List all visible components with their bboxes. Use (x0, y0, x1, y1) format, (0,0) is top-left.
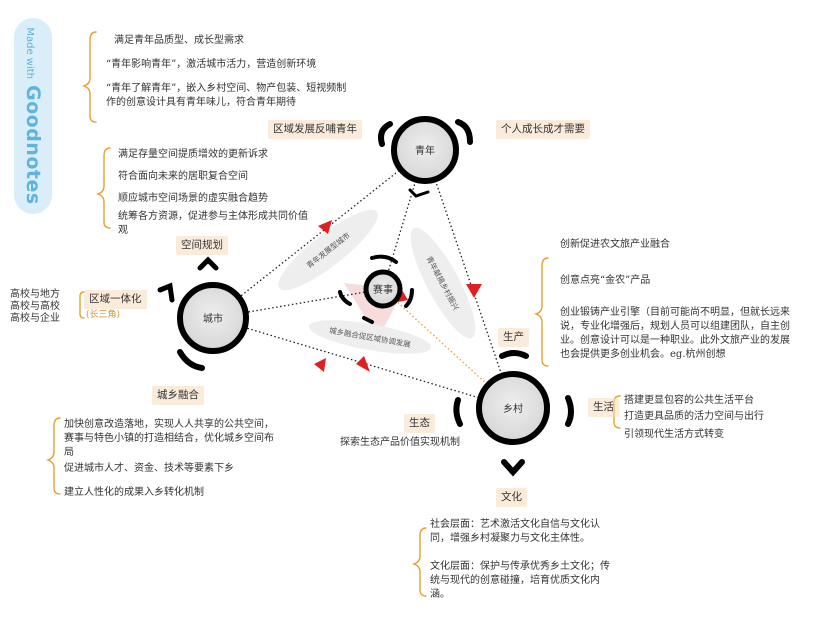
label-center: 赛事 (373, 283, 393, 296)
urban-rural-item-1: 加快创意改造落地，实现人人共享的公共空间，赛事与特色小镇的打造相结合，优化城乡空… (64, 419, 274, 458)
red-arrows (314, 220, 482, 372)
space-item-1: 满足存量空间提质增效的更新诉求 (118, 149, 268, 160)
culture-item-1: 社会层面：艺术激活文化自信与文化认同，增强乡村凝聚力与文化主体性。 (430, 519, 600, 544)
region-item-1: 高校与地方 (10, 289, 60, 300)
industry-item-3: 创业锻铸产业引擎（目前可能尚不明显，但就长远来说，专业化增强后，规划人员可以组建… (560, 307, 790, 360)
arc-band-right (410, 227, 476, 339)
tag-personal-growth: 个人成长成才需要 (496, 120, 590, 139)
tag-ecology: 生态 (404, 414, 435, 433)
life-item-3: 引领现代生活方式转变 (624, 429, 724, 440)
arc-band-bottom (308, 320, 432, 354)
life-item-1: 搭建更显包容的公共生活平台 (624, 395, 754, 406)
region-item-3: 高校与企业 (10, 313, 60, 324)
node-youth (378, 116, 473, 198)
braces (45, 31, 621, 597)
orange-connector (382, 288, 514, 409)
space-item-2: 符合面向未来的居职复合空间 (118, 171, 248, 182)
culture-item-2: 文化层面：保护与传承优秀乡土文化；传统与现代的创意碰撞，培育优质文化内涵。 (430, 561, 610, 600)
tag-region-feedback: 区域发展反哺青年 (268, 120, 362, 139)
space-item-4: 统筹各方资源，促进参与主体形成共同价值观 (118, 211, 308, 236)
tag-space-planning: 空间规划 (176, 236, 228, 255)
region-subnote: (长三角) (86, 310, 121, 320)
urban-rural-item-3: 建立人性化的成果入乡转化机制 (64, 487, 204, 498)
label-city: 城市 (203, 312, 223, 325)
connector-lines (212, 149, 514, 409)
region-item-2: 高校与高校 (10, 301, 60, 312)
tag-life: 生活 (588, 398, 619, 417)
tag-production: 生产 (498, 328, 529, 347)
goodnotes-badge (14, 18, 52, 214)
youth-need-3: “青年了解青年”，嵌入乡村空间、物产包装、短视频制作的创意设计具有青年味儿，符合… (106, 83, 347, 108)
tag-urban-rural: 城乡融合 (152, 386, 204, 405)
label-youth: 青年 (415, 144, 435, 157)
life-item-2: 打造更具品质的活力空间与出行 (624, 411, 764, 422)
industry-item-1: 创新促进农文旅产业融合 (560, 239, 670, 250)
tag-region-integration: 区域一体化 (84, 290, 147, 309)
node-village (453, 350, 574, 477)
urban-rural-item-2: 促进城市人才、资金、技术等要素下乡 (64, 463, 234, 474)
youth-need-1: 满足青年品质型、成长型需求 (114, 35, 244, 46)
industry-item-2: 创意点亮“金农”产品 (560, 275, 651, 286)
node-center (338, 254, 414, 324)
node-city (157, 256, 249, 371)
label-village: 乡村 (503, 402, 523, 415)
space-item-3: 顺应城市空间场景的虚实融合趋势 (118, 193, 268, 204)
arc-band-left (278, 209, 378, 291)
ecology-text: 探索生态产品价值实现机制 (340, 437, 460, 448)
youth-need-2: “青年影响青年”，激活城市活力，营造创新环境 (106, 59, 317, 70)
tag-culture: 文化 (496, 488, 527, 507)
